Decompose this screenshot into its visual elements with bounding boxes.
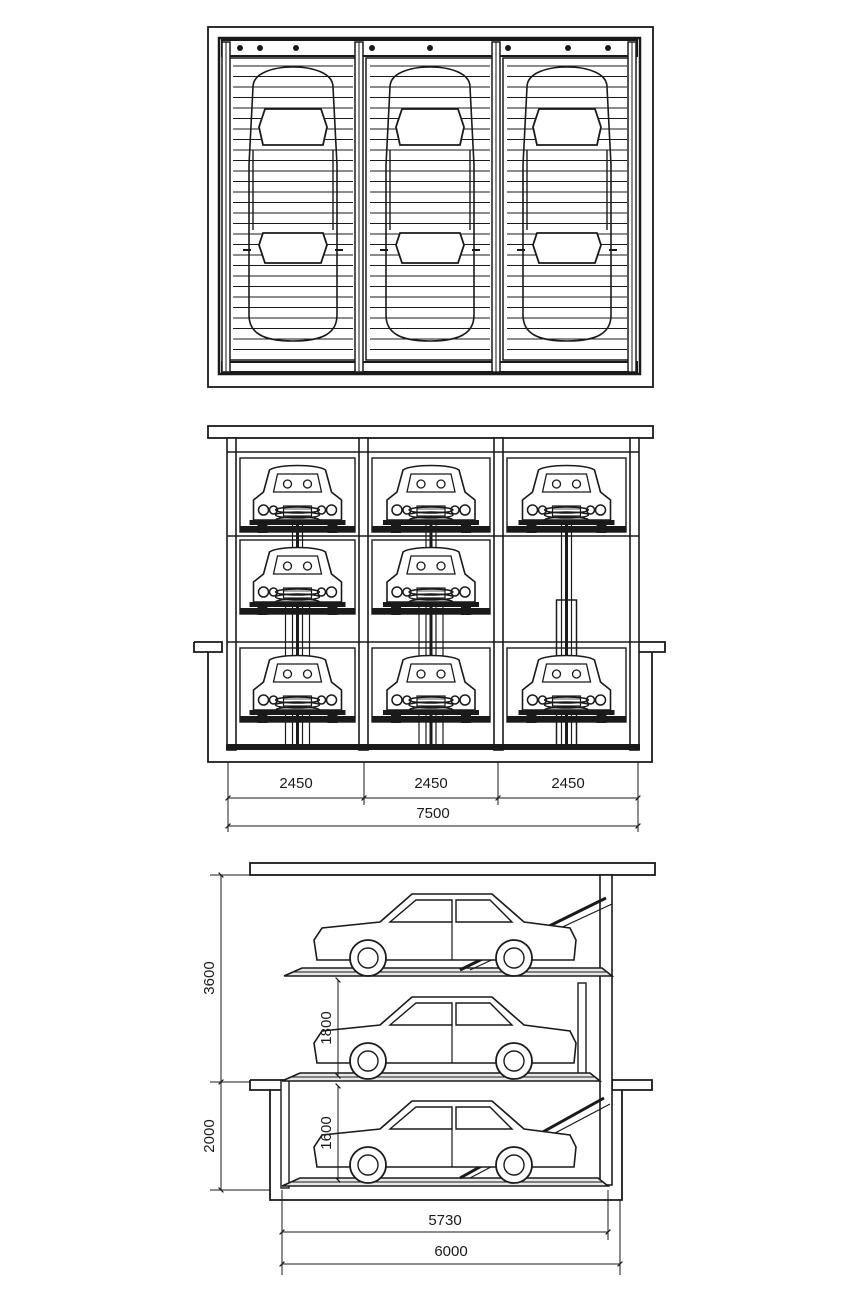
bay-width-1-label: 2450 [279,775,312,792]
total-length-label: 6000 [434,1243,467,1260]
platform-length-label: 5730 [428,1212,461,1229]
car-side-view-icon [313,1100,577,1184]
plan-bolt [505,45,511,51]
plan-cars [242,66,618,342]
upper-clearance-label: 1800 [318,1011,335,1044]
bay-width-3-label: 2450 [551,775,584,792]
above-ground-height-label: 3600 [201,961,218,994]
plan-bolt [605,45,611,51]
side-rear-column [599,874,613,1186]
front-column [226,437,237,751]
plan-bolt [293,45,299,51]
pit-clearance-label: 1600 [318,1116,335,1149]
plan-columns [221,41,637,373]
front-elevation: 2450 2450 2450 7500 [193,425,666,832]
plan-view [207,26,654,388]
plan-bolt [237,45,243,51]
plan-bolt [369,45,375,51]
front-roof-slab [207,425,654,439]
plan-outer-frame [207,26,654,388]
plan-bottom-beam [221,361,638,373]
side-cars [313,893,577,1184]
plan-inner-frame [217,36,642,376]
side-section: 3600 2000 1800 1600 5730 6000 [201,862,656,1275]
side-guide-post [577,982,587,1079]
car-side-view-icon [313,996,577,1080]
side-dimension-lines [210,872,623,1275]
front-cars [248,464,616,724]
front-base-beam [226,744,640,750]
pit-depth-label: 2000 [201,1119,218,1152]
plan-slats [228,57,632,361]
front-column [629,437,640,751]
front-column [358,437,369,751]
plan-bolt [257,45,263,51]
front-dimension-lines [225,762,641,832]
front-pit-outline [194,641,666,763]
front-pit-left-lip [193,642,208,653]
side-pit-column [280,1079,290,1189]
plan-bolt [427,45,433,51]
total-width-label: 7500 [416,805,449,822]
front-column [493,437,504,751]
car-side-view-icon [313,893,577,977]
side-roof-slab [249,862,656,876]
plan-bolt [565,45,571,51]
bay-width-2-label: 2450 [414,775,447,792]
